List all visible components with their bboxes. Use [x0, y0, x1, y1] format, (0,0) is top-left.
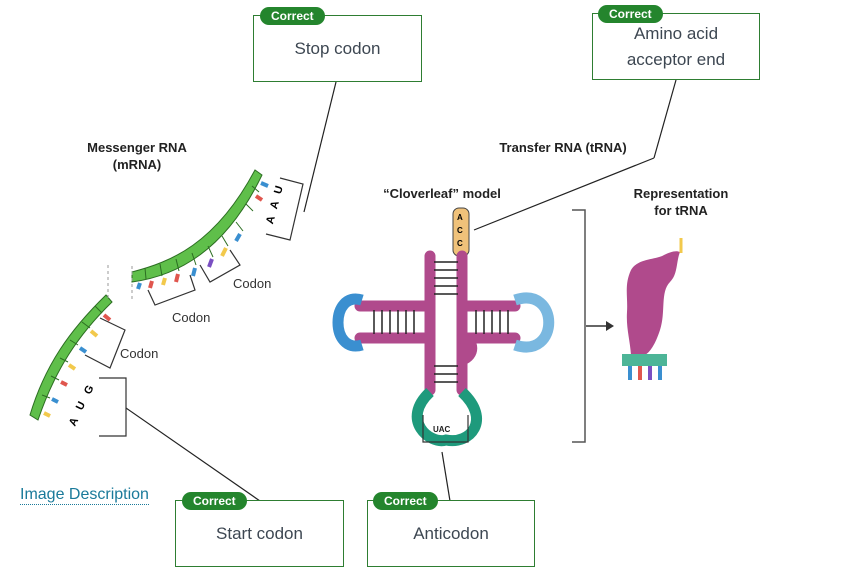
representation-title: Representation for tRNA: [633, 186, 729, 218]
answer-text-acceptor-end: Amino acid acceptor end: [626, 23, 726, 69]
right-loop: [513, 292, 555, 353]
mrna-title: Messenger RNA (mRNA): [87, 140, 187, 172]
cloverleaf-title: “Cloverleaf” model: [383, 186, 501, 201]
correct-badge-acceptor-end: Correct: [598, 5, 663, 23]
codon-label-2: Codon: [172, 310, 211, 325]
correct-badge-start-codon: Correct: [182, 492, 247, 510]
anticodon-letters: UAC: [433, 425, 451, 434]
acceptor-letter-1: A: [457, 213, 463, 222]
left-loop: [332, 293, 364, 352]
leader-lines: [125, 79, 677, 502]
answer-box-acceptor-end[interactable]: Amino acid acceptor end: [592, 13, 760, 80]
leader-line-stop: [303, 81, 337, 213]
acceptor-letter-3: C: [457, 239, 463, 248]
mrna-upper-strand: [131, 169, 269, 300]
codon-bracket-3: [84, 317, 126, 369]
codon-brackets: [84, 177, 304, 437]
mrna-lower-strand: [29, 265, 113, 421]
correct-badge-stop-codon: Correct: [260, 7, 325, 25]
leader-line-anticodon: [441, 451, 451, 502]
image-description-link[interactable]: Image Description: [20, 486, 149, 505]
codon-bracket-2: [199, 249, 241, 283]
trna-cloverleaf: [332, 207, 555, 447]
answer-box-start-codon[interactable]: Start codon: [175, 500, 344, 567]
answer-text-anticodon: Anticodon: [413, 523, 489, 543]
answer-text-stop-codon: Stop codon: [294, 38, 381, 58]
anticodon-bracket: [422, 415, 469, 443]
leader-line-start: [125, 407, 261, 502]
leader-line-acceptor-2: [473, 157, 655, 231]
acceptor-letter-2: C: [457, 226, 463, 235]
start-codon-bracket: [99, 377, 127, 437]
representation-bracket: [572, 209, 586, 443]
codon-bracket-1: [147, 274, 196, 306]
stop-codon-bracket: [265, 177, 304, 241]
answer-box-anticodon[interactable]: Anticodon: [367, 500, 535, 567]
answer-text-start-codon: Start codon: [216, 523, 303, 543]
arrow-head: [606, 321, 614, 331]
answer-box-stop-codon[interactable]: Stop codon: [253, 15, 422, 82]
codon-label-1: Codon: [233, 276, 272, 291]
correct-badge-anticodon: Correct: [373, 492, 438, 510]
trna-representation: [622, 238, 683, 380]
anticodon-loop: [411, 387, 482, 447]
codon-label-3: Codon: [120, 346, 159, 361]
leader-line-acceptor-1: [653, 79, 677, 159]
trna-title: Transfer RNA (tRNA): [499, 140, 627, 155]
